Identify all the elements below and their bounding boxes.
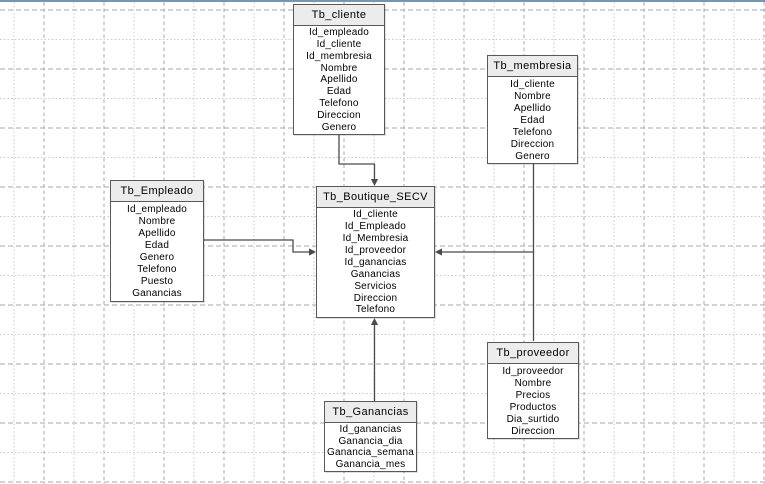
entity-field: Edad (144, 239, 170, 251)
entity-title: Tb_membresia (488, 56, 577, 77)
entity-field: Ganancia_mes (335, 458, 406, 470)
entity-field: Id_proveedor (502, 365, 564, 377)
entity-field: Edad (326, 86, 352, 98)
connector-trunk-to-boutique-arrowhead-icon (435, 248, 442, 256)
connector-empleado-to-boutique[interactable] (204, 239, 309, 253)
entity-field: Edad (520, 114, 545, 126)
entity-field: Genero (321, 121, 357, 133)
entity-field: Direccion (510, 138, 555, 150)
connector-empleado-to-boutique-arrowhead-icon (309, 248, 316, 256)
entity-field: Id_empleado (126, 203, 188, 215)
entity-field: Id_Empleado (344, 221, 407, 233)
entity-title: Tb_Empleado (111, 181, 203, 202)
entity-field: Id_Membresia (342, 233, 409, 245)
entity-field: Id_cliente (510, 78, 555, 90)
entity-field: Puesto (140, 276, 174, 288)
entity-field: Nombre (138, 215, 176, 227)
entity-field: Telefono (512, 126, 553, 138)
entity-field: Ganancia_semana (327, 447, 414, 459)
entity-field: Ganancia_dia (338, 435, 403, 447)
entity-field: Apellido (513, 102, 552, 114)
entity-field: Apellido (138, 227, 176, 239)
entity-field: Id_cliente (353, 209, 398, 221)
entity-field: Id_cliente (316, 39, 362, 51)
window-top-border (0, 0, 765, 2)
entity-field: Genero (515, 150, 550, 162)
entity-field: Nombre (514, 90, 551, 102)
entity-field: Ganancias (132, 288, 182, 300)
entity-field: Direccion (353, 292, 398, 304)
entity-field: Telefono (319, 97, 359, 109)
entity-field: Apellido (320, 74, 358, 86)
entity-field: Id_proveedor (344, 245, 407, 257)
connector-ganancias-to-boutique-arrowhead-icon (370, 318, 379, 325)
entity-field: Nombre (320, 62, 358, 74)
connector-cliente-to-boutique[interactable] (338, 135, 376, 179)
entity-field: Id_ganancias (339, 424, 402, 436)
entity-field: Genero (139, 252, 175, 264)
entity-title: Tb_cliente (294, 5, 384, 26)
connector-cliente-to-boutique-arrowhead-icon (370, 179, 379, 186)
entity-field: Precios (515, 389, 551, 401)
entity-field: Ganancias (350, 268, 401, 280)
entity-field: Nombre (514, 377, 552, 389)
entity-field: Productos (509, 401, 557, 413)
entity-title: Tb_proveedor (488, 343, 578, 364)
entity-field: Telefono (137, 264, 177, 276)
entity-title: Tb_Ganancias (325, 402, 416, 423)
entity-field: Id_ganancias (344, 256, 407, 268)
entity-field: Telefono (355, 304, 396, 316)
entity-field: Servicios (354, 280, 397, 292)
entity-field: Dia_surtido (506, 413, 560, 425)
entity-field: Id_empleado (308, 27, 370, 39)
entity-field: Id_membresia (306, 50, 372, 62)
entity-field: Direccion (317, 109, 361, 121)
entity-field: Direccion (511, 425, 555, 437)
entity-title: Tb_Boutique_SECV (317, 187, 434, 208)
